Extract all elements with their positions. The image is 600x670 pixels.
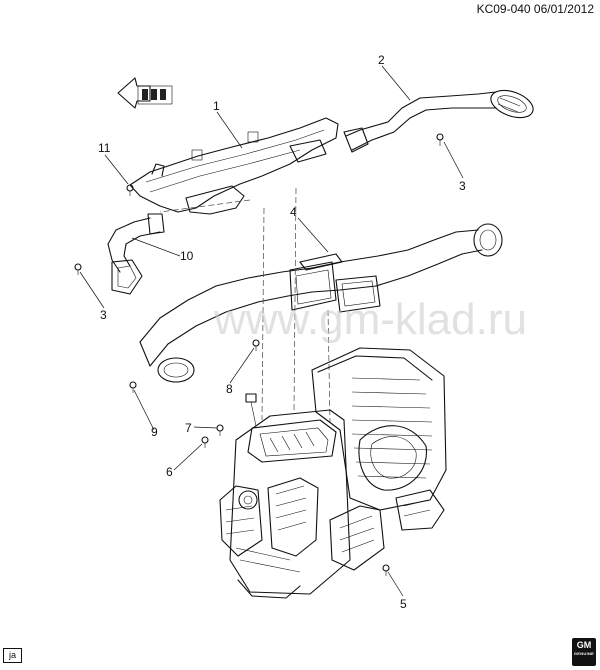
callout-5: 5 <box>400 597 407 611</box>
floor-console-duct <box>139 223 503 383</box>
callout-3-left: 3 <box>100 308 107 322</box>
sensor-connector <box>245 393 257 427</box>
hvac-module-housing <box>219 347 447 599</box>
screw-5 <box>382 564 390 576</box>
language-badge: ja <box>3 648 22 663</box>
front-direction-arrow-icon <box>117 77 173 109</box>
logo-text: GM <box>576 640 592 650</box>
right-side-duct <box>343 89 534 153</box>
callout-1: 1 <box>213 99 220 113</box>
leader-lines <box>79 65 464 597</box>
fasteners <box>74 133 444 576</box>
callout-3-right: 3 <box>459 179 466 193</box>
screw-11 <box>126 184 134 196</box>
callout-10: 10 <box>180 249 194 263</box>
callout-9: 9 <box>151 425 158 439</box>
callouts: 1 2 3 3 4 5 6 7 8 9 10 11 <box>98 53 466 611</box>
document-id: KC09-040 06/01/2012 <box>476 2 594 16</box>
alignment-lines <box>159 187 331 423</box>
left-side-outlet-duct <box>107 213 165 295</box>
logo-subtext: GENUINE <box>573 651 595 656</box>
screw-9 <box>129 381 137 393</box>
callout-6: 6 <box>166 465 173 479</box>
callout-11: 11 <box>98 141 111 155</box>
center-instrument-duct <box>129 117 339 215</box>
screw-8 <box>252 339 260 351</box>
watermark-text: www.gm-klad.ru <box>213 295 527 344</box>
screw-3-right <box>436 133 444 146</box>
callout-8: 8 <box>226 382 233 396</box>
gm-logo-icon: GM GENUINE <box>572 638 596 666</box>
screw-3-left <box>74 263 82 275</box>
screw-6 <box>201 436 209 448</box>
screw-7 <box>216 424 224 436</box>
callout-7: 7 <box>185 421 192 435</box>
callout-4: 4 <box>290 205 297 219</box>
callout-2: 2 <box>378 53 385 67</box>
